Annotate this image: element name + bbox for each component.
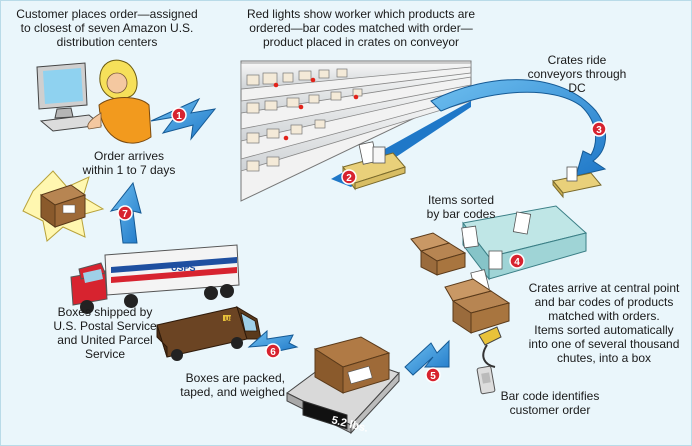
caption-line: Items sorted automatically (534, 323, 674, 337)
crate-step3 (552, 166, 602, 199)
caption-line: Order arrives (93, 149, 164, 163)
caption-line: distribution centers (56, 35, 158, 49)
step-badge: 6 (265, 343, 281, 359)
barcode-scanner (476, 326, 502, 395)
caption-boxes-packed: Boxes are packed, taped, and weighed (165, 371, 285, 399)
caption-line: to closest of seven Amazon U.S. (20, 21, 194, 35)
caption-line: Boxes are packed, (185, 371, 285, 385)
caption-bar-code: Bar code identifies customer order (485, 389, 615, 417)
caption-crates-arrive: Crates arrive at central point and bar c… (515, 281, 691, 365)
caption-items-sorted: Items sorted by bar codes (413, 193, 509, 221)
svg-text:1: 1 (176, 111, 182, 122)
customer-at-computer (36, 59, 152, 144)
caption-line: ordered—bar codes matched with order— (249, 21, 473, 35)
caption-line: chutes, into a box (556, 351, 652, 365)
caption-line: into one of several thousand (528, 337, 680, 351)
step-badge: 1 (171, 107, 187, 123)
caption-line: customer order (509, 403, 591, 417)
svg-text:5: 5 (430, 371, 436, 382)
svg-text:7: 7 (122, 209, 128, 220)
caption-line: Bar code identifies (500, 389, 600, 403)
svg-text:2: 2 (346, 173, 352, 184)
caption-line: DC (568, 81, 586, 95)
weighing-scale (286, 336, 400, 435)
svg-text:4: 4 (514, 257, 520, 268)
delivered-package (22, 170, 105, 242)
step-badge: 3 (591, 121, 607, 137)
step-badge: 4 (509, 253, 525, 269)
caption-line: Crates ride (547, 53, 607, 67)
caption-line: within 1 to 7 days (82, 163, 176, 177)
caption-line: Crates arrive at central point (528, 281, 680, 295)
caption-boxes-shipped: Boxes shipped by U.S. Postal Service and… (45, 305, 165, 361)
svg-text:3: 3 (596, 125, 602, 136)
open-box-left (410, 232, 467, 276)
caption-line: Customer places order—assigned (16, 7, 198, 21)
ups-van (156, 305, 262, 361)
arrow-step-5 (404, 339, 450, 376)
usps-truck (70, 244, 240, 314)
step-badge: 2 (341, 169, 357, 185)
caption-line: conveyors through (527, 67, 627, 81)
svg-text:6: 6 (270, 347, 276, 358)
caption-crates-ride: Crates ride conveyors through DC (517, 53, 637, 95)
caption-order-placed: Customer places order—assigned to closes… (7, 7, 207, 49)
ups-van-text: UPS (225, 317, 237, 323)
crate-on-conveyor (342, 141, 406, 191)
step-badge: 5 (425, 367, 441, 383)
caption-line: taped, and weighed (180, 385, 285, 399)
caption-line: and bar codes of products (534, 295, 674, 309)
usps-truck-text: USPS (171, 263, 196, 273)
caption-line: Items sorted (427, 193, 495, 207)
warehouse-shelves (240, 60, 472, 202)
caption-line: by bar codes (426, 207, 496, 221)
caption-line: U.S. Postal Service (53, 319, 157, 333)
caption-line: Red lights show worker which products ar… (246, 7, 476, 21)
step-badge: 7 (117, 205, 133, 221)
caption-line: matched with orders. (548, 309, 660, 323)
caption-line: Boxes shipped by (57, 305, 153, 319)
caption-line: product placed in crates on conveyor (262, 35, 460, 49)
caption-line: Service (84, 347, 125, 361)
caption-order-arrives: Order arrives within 1 to 7 days (69, 149, 189, 177)
caption-red-lights: Red lights show worker which products ar… (229, 7, 493, 49)
caption-line: and United Parcel (57, 333, 153, 347)
open-box-center (444, 278, 511, 334)
